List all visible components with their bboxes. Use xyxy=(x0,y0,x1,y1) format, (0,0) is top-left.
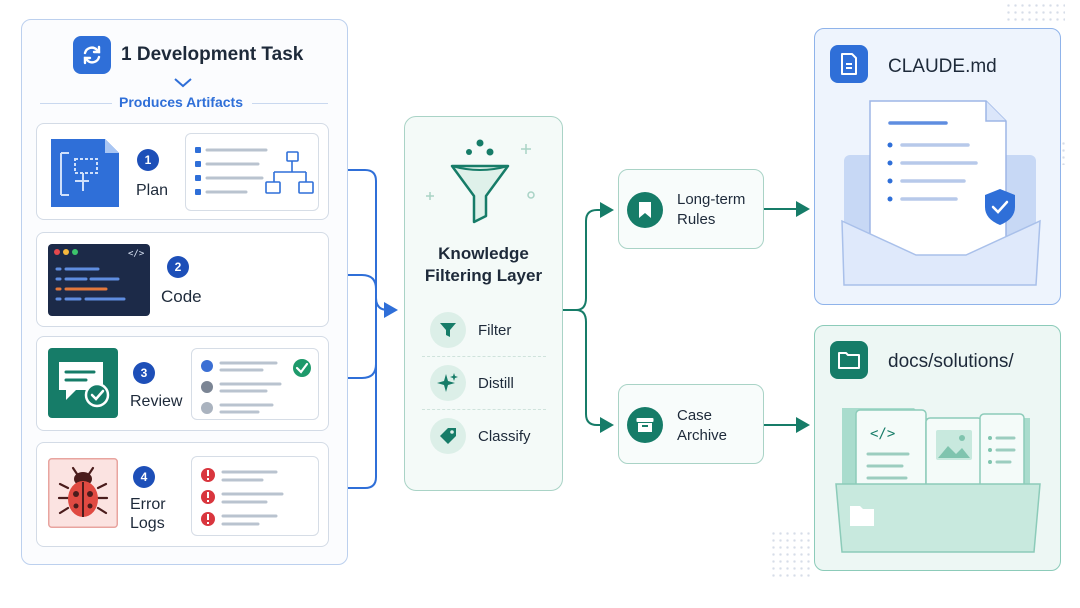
refresh-icon xyxy=(73,36,111,74)
step-number-badge: 2 xyxy=(167,256,189,278)
case-archive-label: Case Archive xyxy=(677,407,728,444)
dot-pattern xyxy=(770,530,810,580)
artifact-label-plan: Plan xyxy=(136,182,169,199)
funnel-hero-icon xyxy=(422,138,540,233)
filter-layer-title: Knowledge Filtering Layer xyxy=(424,244,543,285)
connector-to-archive xyxy=(563,309,614,433)
archive-box-icon xyxy=(627,407,663,443)
docs-solutions-title: docs/solutions/ xyxy=(888,351,1014,372)
review-chat-icon xyxy=(48,348,118,423)
tag-icon xyxy=(430,418,466,454)
review-preview xyxy=(191,348,319,420)
divider xyxy=(252,103,328,104)
artifact-label-logs: Logs xyxy=(130,515,165,532)
produces-artifacts-label: Produces Artifacts xyxy=(119,94,243,110)
classify-step-label: Classify xyxy=(478,427,531,445)
step-number-badge: 3 xyxy=(133,362,155,384)
claude-md-title: CLAUDE.md xyxy=(888,56,997,77)
document-folder-illustration xyxy=(836,95,1044,294)
artifact-label-review: Review xyxy=(130,393,183,410)
folder-icon xyxy=(830,341,868,379)
divider xyxy=(422,409,546,410)
divider xyxy=(40,103,112,104)
long-term-rules-label: Long-term Rules xyxy=(677,191,746,228)
bookmark-icon xyxy=(627,192,663,228)
distill-step-label: Distill xyxy=(478,374,514,392)
error-log-preview xyxy=(191,456,319,536)
step-number-badge: 1 xyxy=(137,149,159,171)
funnel-icon xyxy=(430,312,466,348)
svg-text:</>: </> xyxy=(128,249,145,259)
blueprint-icon xyxy=(49,137,121,214)
filter-step-label: Filter xyxy=(478,321,512,339)
connector-to-rules xyxy=(563,202,614,311)
archive-folder-illustration: </> xyxy=(834,388,1046,563)
filter-step-classify: Classify xyxy=(430,416,531,456)
step-number-badge: 4 xyxy=(133,466,155,488)
chevron-down-icon xyxy=(174,78,192,88)
artifact-label-error: Error xyxy=(130,496,166,513)
code-editor-icon: </> xyxy=(48,244,150,321)
task-title: 1 Development Task xyxy=(121,44,304,65)
artifact-label-code: Code xyxy=(161,287,202,306)
filter-step-filter: Filter xyxy=(430,310,511,350)
document-icon xyxy=(830,45,868,83)
bug-icon xyxy=(48,458,118,533)
dot-pattern xyxy=(1005,2,1065,24)
plan-preview xyxy=(185,133,319,211)
svg-text:</>: </> xyxy=(870,426,895,442)
sparkle-icon xyxy=(430,365,466,401)
divider xyxy=(422,356,546,357)
filter-step-distill: Distill xyxy=(430,363,514,403)
